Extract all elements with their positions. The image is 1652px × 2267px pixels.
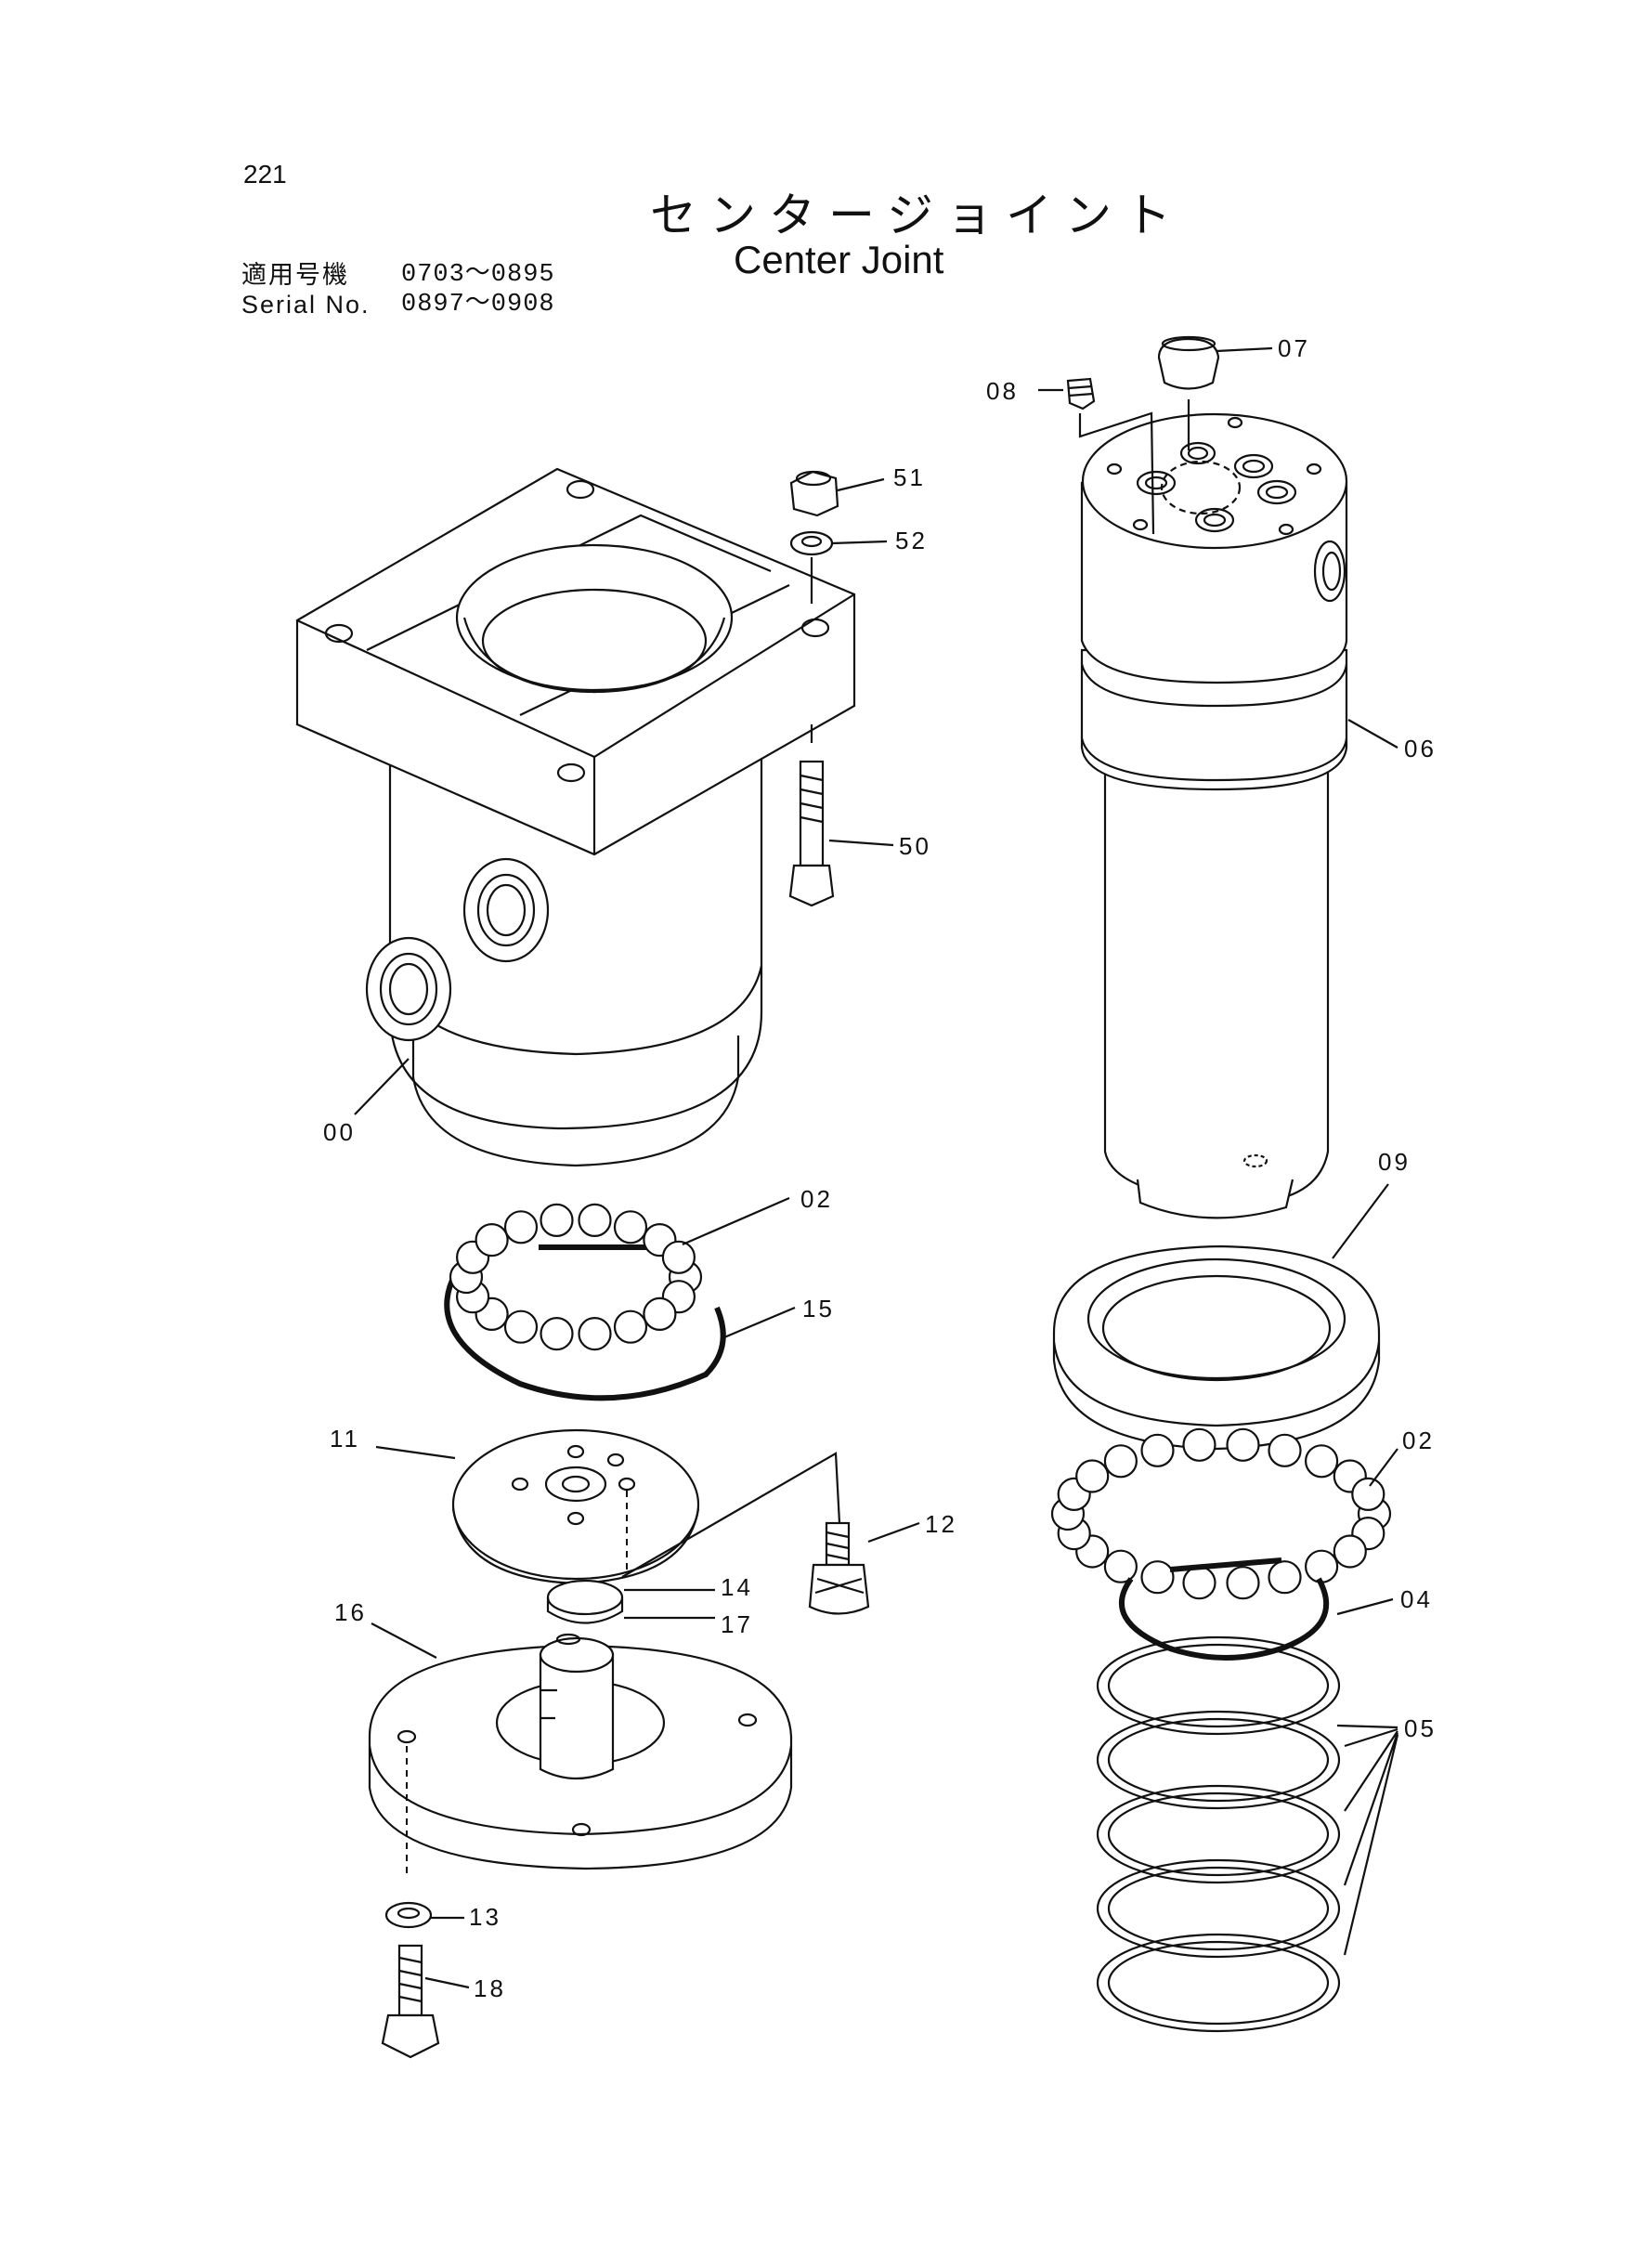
seal-ring	[1107, 1717, 1330, 1803]
ball	[1351, 1477, 1385, 1512]
leaders-05	[1336, 1724, 1399, 1956]
part-06-spindle	[1080, 412, 1398, 1219]
part-07-plug	[1157, 335, 1273, 450]
part-00-housing	[295, 467, 856, 1167]
callout-00: 00	[323, 1118, 356, 1146]
part-51-nut	[789, 470, 885, 517]
part-05-seal-rings	[1096, 1635, 1341, 2033]
ball	[1333, 1534, 1367, 1569]
part-52-washer	[789, 530, 888, 604]
ball	[540, 1203, 574, 1238]
part-18-bolt	[381, 1944, 470, 2059]
callout-13: 13	[469, 1903, 501, 1931]
serial-row-1: 適用号機 0703～0895	[241, 260, 555, 290]
ball	[613, 1309, 648, 1344]
ball	[1140, 1560, 1175, 1595]
ball	[643, 1296, 677, 1332]
leader-02a	[682, 1196, 790, 1246]
serial-range-1: 0703～0895	[401, 261, 555, 289]
ball	[578, 1316, 612, 1351]
part-02-balls-right	[1050, 1427, 1392, 1600]
callout-02-left: 02	[800, 1185, 833, 1213]
callout-06: 06	[1404, 735, 1437, 762]
ball	[475, 1222, 509, 1257]
callout-15: 15	[802, 1295, 835, 1322]
serial-range-2: 0897～0908	[401, 291, 555, 319]
part-02-balls-left	[449, 1203, 703, 1351]
callout-12: 12	[925, 1510, 957, 1538]
part-14-ring	[546, 1579, 715, 1624]
ball	[1182, 1427, 1216, 1462]
ball	[1182, 1566, 1216, 1600]
part-09-seal-ring	[1052, 1183, 1389, 1451]
seal-ring	[1096, 1933, 1341, 2033]
leader-02b	[1369, 1448, 1398, 1487]
seal-ring	[1096, 1858, 1341, 1959]
ball	[1226, 1427, 1260, 1462]
callout-17: 17	[721, 1610, 753, 1638]
callout-08: 08	[986, 377, 1019, 405]
ball	[578, 1203, 612, 1238]
title-japanese: センタージョイント	[650, 189, 1184, 242]
seal-ring	[1107, 1791, 1330, 1877]
part-15-snap-ring	[444, 1244, 796, 1401]
callout-16: 16	[334, 1598, 367, 1626]
callout-51: 51	[893, 463, 926, 491]
part-11-plate	[375, 1428, 700, 1585]
page-number: 221	[243, 160, 287, 189]
serial-number-block: 適用号機 0703～0895 Serial No. 0897～0908	[241, 260, 555, 319]
seal-ring	[1107, 1643, 1330, 1728]
part-50-bolt	[788, 724, 894, 907]
part-16-base	[368, 1622, 793, 1876]
seal-ring	[1107, 1866, 1330, 1951]
leader-12	[621, 1452, 841, 1578]
ball	[613, 1210, 648, 1244]
callout-05: 05	[1404, 1714, 1437, 1742]
ball	[661, 1240, 696, 1274]
ball	[1103, 1444, 1138, 1479]
seal-ring	[1096, 1635, 1341, 1736]
ball	[1268, 1433, 1302, 1467]
title-english: Center Joint	[734, 238, 944, 281]
callout-07: 07	[1278, 334, 1310, 362]
part-08-plug	[1038, 377, 1155, 535]
seal-ring	[1096, 1784, 1341, 1884]
part-12-socket-bolt	[808, 1521, 920, 1615]
seal-ring	[1096, 1710, 1341, 1810]
callout-14: 14	[721, 1573, 753, 1601]
ball	[503, 1309, 539, 1344]
seal-ring	[1107, 1940, 1330, 2026]
callout-52: 52	[895, 527, 928, 554]
ball	[1075, 1459, 1110, 1493]
part-04-o-ring	[1119, 1557, 1394, 1661]
callout-11: 11	[330, 1425, 360, 1453]
part-13-washer	[384, 1901, 464, 1929]
ball	[1304, 1444, 1339, 1479]
ball	[1140, 1433, 1175, 1467]
callout-04: 04	[1400, 1585, 1433, 1613]
serial-label-jp: 適用号機	[241, 261, 349, 289]
callout-02-right: 02	[1402, 1427, 1435, 1454]
ball	[1226, 1566, 1260, 1600]
ball	[1103, 1549, 1138, 1583]
callout-09: 09	[1378, 1148, 1411, 1176]
serial-label-en: Serial No.	[241, 291, 371, 319]
ball	[503, 1210, 539, 1244]
callout-50: 50	[899, 832, 931, 860]
serial-row-2: Serial No. 0897～0908	[241, 290, 555, 319]
ball	[1304, 1549, 1339, 1583]
ball	[1268, 1560, 1302, 1595]
ball	[540, 1316, 574, 1351]
callout-18: 18	[474, 1974, 506, 2002]
